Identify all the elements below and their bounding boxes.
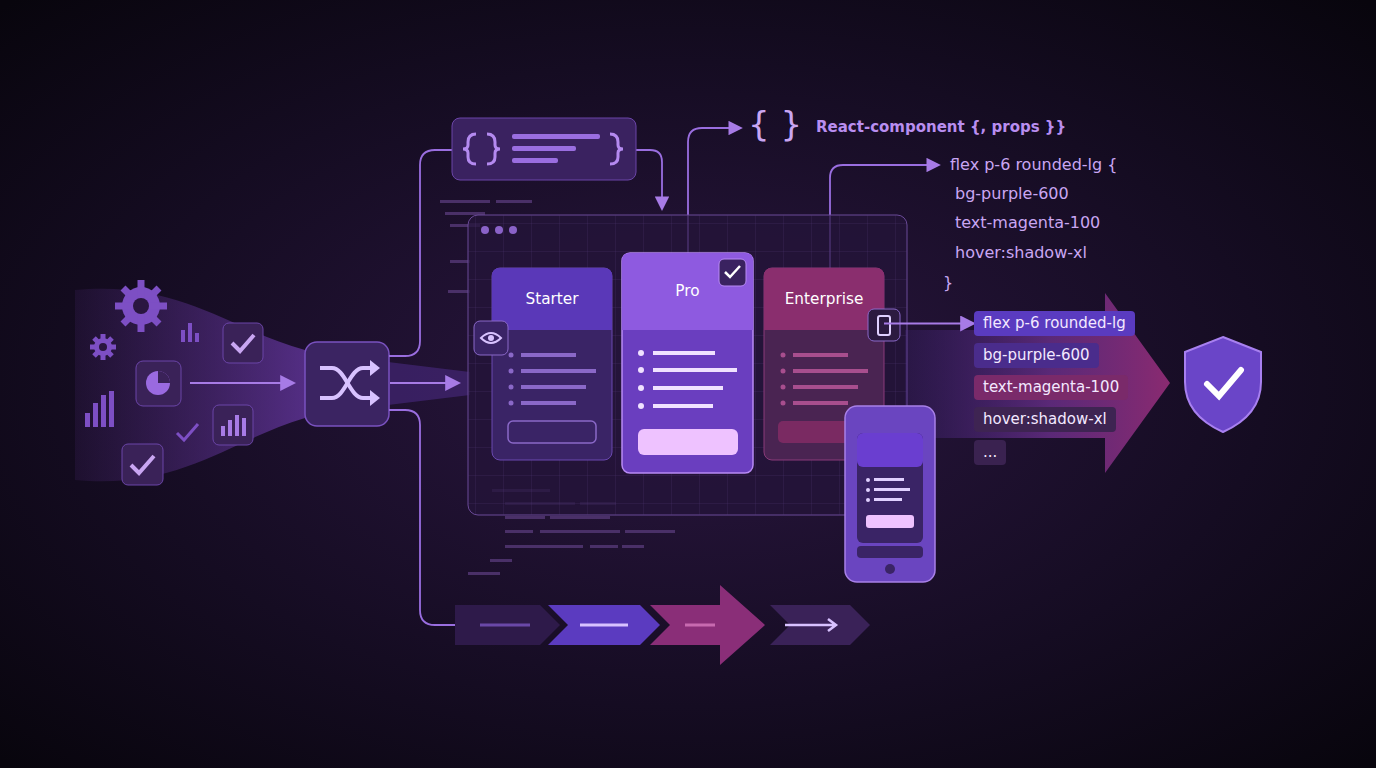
card-title: Starter: [492, 290, 612, 308]
class-chip: bg-purple-600: [974, 343, 1099, 368]
class-name: text-magenta-100: [983, 378, 1119, 397]
class-chip: text-magenta-100: [974, 375, 1128, 400]
card-title: Pro: [622, 282, 753, 300]
code-line: text-magenta-100: [955, 213, 1100, 232]
pricing-card: Pro: [622, 253, 753, 473]
class-chip: hover:shadow-xl: [974, 407, 1116, 432]
class-name: hover:shadow-xl: [983, 410, 1107, 429]
code-line: flex p-6 rounded-lg {: [950, 155, 1117, 174]
component-name: React-component {, props }}: [816, 118, 1066, 136]
pricing-card: Enterprise: [764, 268, 884, 460]
code-line: hover:shadow-xl: [955, 243, 1087, 262]
connector-arrow: [884, 323, 973, 325]
code-line: bg-purple-600: [955, 184, 1069, 203]
class-name: flex p-6 rounded-lg: [983, 314, 1126, 333]
brace-symbol: { }: [748, 104, 802, 144]
code-line: }: [943, 273, 953, 292]
card-title: Enterprise: [764, 290, 884, 308]
pricing-card: Starter: [492, 268, 612, 460]
class-name: ...: [983, 443, 997, 462]
class-chip: flex p-6 rounded-lg: [974, 311, 1135, 336]
class-name: bg-purple-600: [983, 346, 1090, 365]
class-chip: ...: [974, 440, 1006, 465]
